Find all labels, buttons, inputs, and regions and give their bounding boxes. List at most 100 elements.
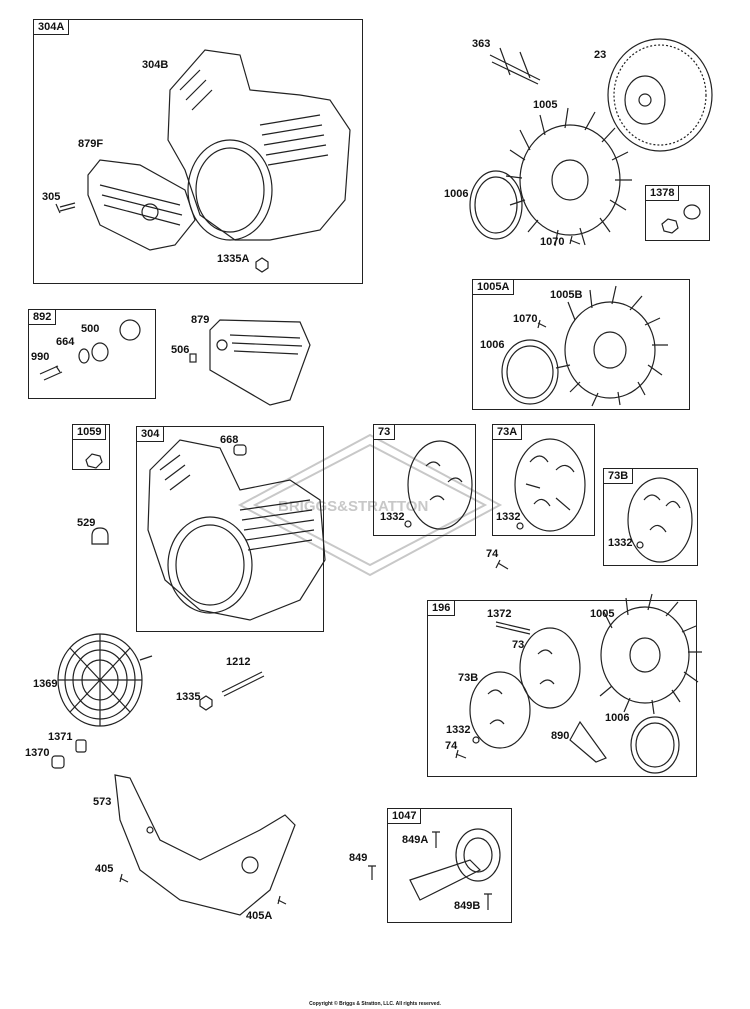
kit-box-304: 304 [136,426,324,632]
box-tag-73A: 73A [492,424,523,440]
part-label-849: 849 [349,852,368,864]
part-label-1332-73B: 1332 [608,537,633,549]
shroud-879-drawing [209,319,311,406]
kit-box-73: 73 [373,424,476,536]
kit-box-73B: 73B [603,468,698,566]
part-label-879: 879 [191,314,210,326]
part-label-1006-196: 1006 [605,712,630,724]
kit-box-892: 892 [28,309,156,399]
grommet-529-drawing [91,527,109,545]
blower-housing-304B-drawing [167,49,351,241]
blower-housing-304-drawing [147,439,326,621]
box-tag-304: 304 [136,426,165,442]
part-label-363: 363 [472,38,491,50]
part-label-1332-73A: 1332 [496,511,521,523]
bolt-1059-drawing [85,453,103,469]
plate-1006b-drawing [501,339,559,405]
part-label-664: 664 [56,336,75,348]
part-label-1006b: 1006 [480,339,505,351]
box-tag-1059: 1059 [72,424,107,440]
box-tag-892: 892 [28,309,57,325]
part-label-1371: 1371 [48,731,73,743]
bolt-405-drawing [119,873,129,883]
part-label-1212: 1212 [226,656,251,668]
bolt-405A-drawing [277,895,287,905]
bolt-506-drawing [189,353,197,363]
nut-1335A-drawing [255,257,269,273]
part-label-849A: 849A [402,834,429,846]
part-label-1370: 1370 [25,747,50,759]
part-label-849B: 849B [454,900,481,912]
part-label-1332-196: 1332 [446,724,471,736]
part-label-1005-196: 1005 [590,608,615,620]
pto-shaft-1047-drawing [409,828,501,910]
screen-73A-drawing [514,438,586,532]
screen-73-drawing [407,440,473,530]
part-label-73B-196: 73B [458,672,479,684]
studs-363-drawing [489,47,541,85]
kit-box-1047: 1047 [387,808,512,923]
kit-box-1005A: 1005A [472,279,690,410]
part-label-1005: 1005 [533,99,558,111]
box-tag-196: 196 [427,600,456,616]
baffle-573-drawing [114,774,296,916]
plate-1006-drawing [469,170,523,240]
box-tag-1047: 1047 [387,808,422,824]
part-label-405A: 405A [246,910,273,922]
rod-1212-drawing [221,671,265,697]
box-tag-1378: 1378 [645,185,680,201]
part-label-1332-73: 1332 [380,511,405,523]
watermark-text: BRIGGS&STRATTON [278,498,428,515]
part-label-304B: 304B [142,59,169,71]
part-label-405: 405 [95,863,114,875]
kit-box-73A: 73A [492,424,595,536]
part-label-1005B: 1005B [550,289,583,301]
fan-guard-1369-drawing [57,633,153,727]
part-label-890: 890 [551,730,570,742]
box-tag-73B: 73B [603,468,634,484]
part-label-1006: 1006 [444,188,469,200]
fan-1005-drawing [505,107,632,247]
spacer-1371-drawing [75,739,87,753]
bolt-1070b-drawing [537,319,547,329]
part-label-1070: 1070 [540,236,565,248]
kit-box-1378: 1378 [645,185,710,241]
part-label-1372: 1372 [487,608,512,620]
flywheel-23-drawing [607,38,713,152]
shroud-879F-drawing [87,159,196,251]
part-label-1070b: 1070 [513,313,538,325]
kit-box-196: 196 [427,600,697,777]
part-label-500: 500 [81,323,100,335]
part-label-23: 23 [594,49,607,61]
fan-1005A-drawing [555,285,668,407]
bolt-1070-drawing [569,235,581,245]
box-tag-73: 73 [373,424,396,440]
nut-1378-drawing [661,218,679,234]
part-label-990: 990 [31,351,50,363]
screen-73B-drawing [627,477,693,563]
kit-box-1059: 1059 [72,424,110,470]
part-label-879F: 879F [78,138,104,150]
bolt-849-drawing [368,865,376,880]
part-label-529: 529 [77,517,96,529]
watermark-logo [237,433,503,577]
part-label-1335: 1335 [176,691,201,703]
part-label-668: 668 [220,434,239,446]
washer-1378-drawing [683,204,701,220]
part-label-1369: 1369 [33,678,58,690]
part-label-573: 573 [93,796,112,808]
part-label-74: 74 [486,548,499,560]
kit-196-drawing [455,593,702,774]
screw-74a-drawing [495,559,509,570]
part-label-73-196: 73 [512,639,525,651]
washer-1332a-drawing [404,520,412,528]
part-label-74-196: 74 [445,740,458,752]
part-label-506: 506 [171,344,190,356]
copyright-notice: Copyright © Briggs & Stratton, LLC. All … [309,1001,441,1007]
box-tag-304A: 304A [33,19,70,35]
box-tag-1005A: 1005A [472,279,515,295]
washer-1332c-drawing [636,541,644,549]
part-label-305: 305 [42,191,61,203]
spacer-1370-drawing [51,755,65,769]
